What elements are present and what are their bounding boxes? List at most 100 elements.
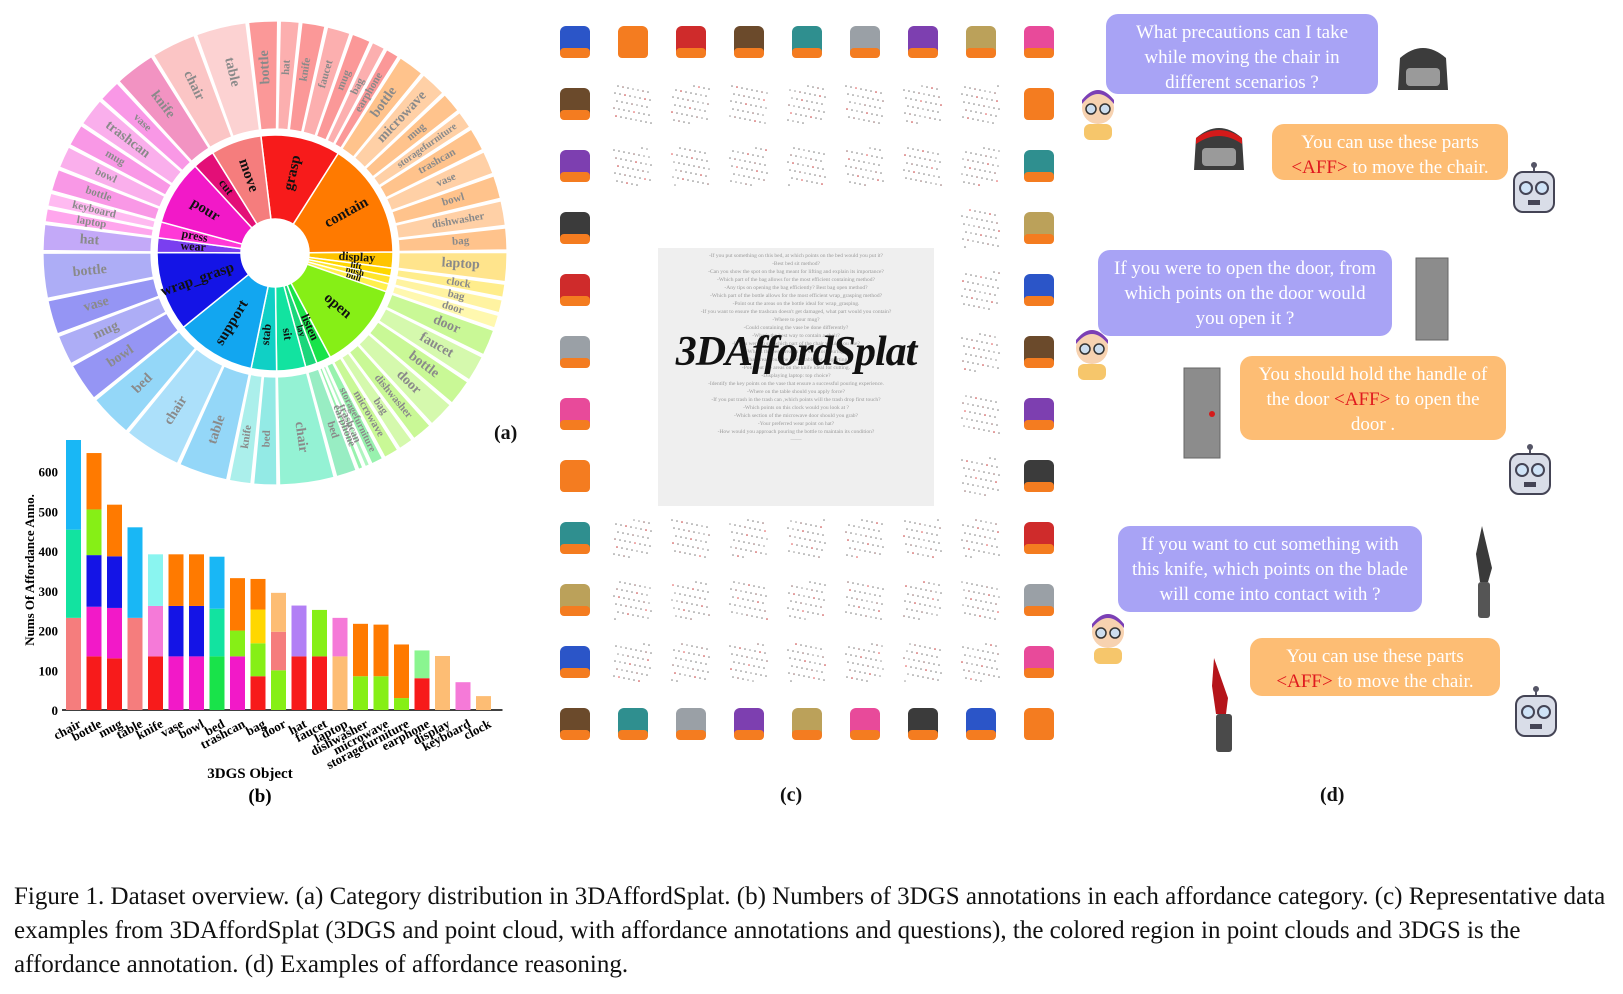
bar-segment-bag	[250, 578, 266, 610]
bar-segment-bed	[209, 556, 225, 609]
sunburst-inner-segment-contain	[292, 152, 394, 254]
gaussian-splat-thumbnail	[1024, 522, 1054, 554]
bar-segment-microwave	[373, 624, 389, 677]
bar-segment-door	[271, 592, 286, 632]
chair-3d-icon	[1398, 48, 1448, 90]
sunburst-label: lay	[295, 324, 308, 338]
gaussian-splat-thumbnail	[560, 708, 590, 740]
point-cloud-thumbnail	[729, 643, 768, 682]
sunburst-label: hat	[79, 232, 100, 248]
sunburst-label: knife	[298, 57, 314, 83]
point-cloud-thumbnail	[845, 581, 884, 620]
answer-text-knife-post: to move the chair.	[1337, 671, 1474, 692]
y-tick-label: 100	[39, 663, 59, 678]
sunburst-outer-segment-knife	[228, 373, 263, 485]
gaussian-splat-thumbnail	[908, 708, 938, 740]
user-avatar-icon	[1082, 90, 1114, 140]
aff-token-knife: <AFF>	[1276, 671, 1333, 692]
question-list: -If you put something on this bed, at wh…	[658, 248, 934, 506]
point-cloud-thumbnail	[671, 147, 710, 186]
sunburst-outer-segment-trashcan	[322, 365, 371, 468]
bar-segment-knife	[148, 656, 163, 710]
point-cloud-thumbnail	[845, 85, 884, 124]
point-cloud-thumbnail	[961, 271, 1000, 310]
point-cloud-thumbnail	[961, 519, 1000, 558]
point-cloud-thumbnail	[671, 519, 710, 558]
gaussian-splat-thumbnail	[560, 26, 590, 58]
x-axis-label: 3DGS Object	[207, 766, 292, 782]
sunburst-outer-segment-vase	[100, 82, 192, 172]
bar-segment-microwave	[373, 676, 389, 710]
gaussian-splat-thumbnail	[560, 522, 590, 554]
sunburst-label: chair	[291, 421, 310, 454]
bar-segment-knife	[148, 605, 163, 657]
sunburst-outer-segment-chair	[276, 372, 335, 486]
sunburst-outer-segment-bottle	[42, 252, 155, 299]
point-cloud-thumbnail	[671, 85, 710, 124]
sunburst-outer-segment-faucet	[378, 307, 484, 381]
robot-avatar-icon	[1509, 444, 1551, 495]
gaussian-splat-thumbnail	[560, 88, 590, 120]
sunburst-label: clock	[446, 275, 473, 291]
sunburst-outer-segment-bowl	[391, 175, 502, 225]
question-text-knife: If you want to cut something with this k…	[1132, 534, 1408, 605]
point-cloud-thumbnail	[729, 147, 768, 186]
question-bubble-door: If you were to open the door, from which…	[1098, 250, 1392, 336]
sunburst-outer-segment-bag	[394, 277, 503, 314]
sunburst-outer-segment-trashcan	[81, 100, 183, 185]
sunburst-label: grasp	[281, 154, 305, 192]
bar-segment-laptop	[332, 617, 348, 657]
sunburst-outer-segment-bag	[397, 227, 508, 252]
point-cloud-thumbnail	[845, 147, 884, 186]
sunburst-outer-segment-trashcan	[379, 128, 484, 199]
bar-segment-trashcan	[230, 656, 245, 710]
gaussian-splat-thumbnail	[792, 708, 822, 740]
sunburst-outer-segment-bottle	[50, 168, 161, 221]
sunburst-outer-segment-door	[391, 285, 500, 329]
gaussian-splat-thumbnail	[1024, 708, 1054, 740]
sunburst-label: bag	[446, 288, 466, 304]
sunburst-outer-segment-laptop	[397, 251, 508, 283]
sunburst-outer-segment-mug	[315, 33, 371, 141]
bar-segment-chair	[66, 617, 81, 710]
question-line: -Identify the key points on the vase tha…	[708, 381, 884, 387]
bar-segment-dishwasher	[353, 676, 368, 710]
bar-segment-chair	[66, 440, 81, 530]
bar-segment-bed	[209, 608, 225, 657]
bar-segment-hat	[291, 656, 307, 710]
sunburst-outer-segment-clock	[396, 269, 506, 298]
sunburst-outer-segment-vase	[385, 151, 494, 212]
sunburst-label: knife	[239, 424, 254, 449]
sunburst-outer-segment-bed	[307, 368, 357, 478]
panel-label-c: (c)	[780, 784, 803, 806]
question-line: -Which points on this clock would you lo…	[743, 405, 849, 411]
bar-segment-storagefurniture	[394, 644, 409, 699]
sunburst-label: stab	[258, 323, 274, 346]
chair-3d-afford-icon	[1194, 128, 1244, 170]
bar-segment-bottle	[86, 453, 102, 510]
gaussian-splat-thumbnail	[850, 708, 880, 740]
bar-segment-knife	[148, 554, 163, 606]
sunburst-label: bed	[324, 420, 341, 440]
gaussian-splat-thumbnail	[850, 26, 880, 58]
question-line: -What's the best area on the vase for po…	[745, 349, 847, 355]
panel-label-d: (d)	[1320, 784, 1345, 806]
y-tick-label: 600	[39, 465, 59, 480]
answer-text-door-pre: You should hold the handle of the door	[1258, 364, 1488, 410]
sunburst-outer-segment-microwave	[332, 357, 399, 459]
question-line: -Point out the areas on the bottle ideal…	[732, 301, 860, 307]
bar-segment-laptop	[332, 656, 348, 710]
gaussian-splat-thumbnail	[560, 646, 590, 678]
bar-segment-bowl	[189, 656, 204, 710]
sunburst-outer-segment-bed	[252, 375, 278, 486]
question-bubble-chair: What precautions can I take while moving…	[1106, 14, 1378, 94]
sunburst-outer-segment-hat	[277, 20, 300, 131]
sunburst-label: bottle	[257, 50, 274, 85]
question-line: -If you were to sit, which part of the c…	[732, 341, 860, 347]
sunburst-outer-segment-earphone	[318, 366, 364, 471]
point-cloud-thumbnail	[961, 643, 1000, 682]
door-3d-icon	[1415, 257, 1449, 341]
gaussian-splat-thumbnail	[1024, 460, 1054, 492]
question-bubble-knife: If you want to cut something with this k…	[1118, 526, 1422, 612]
data-examples-grid	[548, 18, 1078, 798]
